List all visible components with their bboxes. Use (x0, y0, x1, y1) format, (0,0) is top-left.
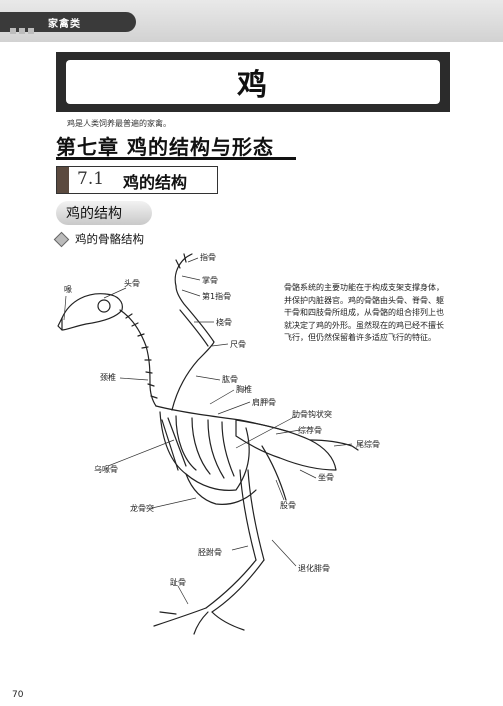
skeleton-description: 骨骼系统的主要功能在于构成支架支撑身体，并保护内脏器官。鸡的骨骼由头骨、脊骨、躯… (284, 283, 444, 342)
chapter-title-underline (56, 157, 296, 160)
page-number: 70 (12, 690, 24, 700)
label-ulna: 尺骨 (230, 340, 246, 349)
label-femur: 股骨 (280, 501, 296, 510)
neck-vertebrae (119, 309, 157, 407)
toes (153, 607, 245, 635)
subsection-pill: 鸡的结构 (56, 201, 152, 225)
keel (185, 473, 257, 505)
sub-heading: 鸡的骨骼结构 (53, 231, 144, 247)
label-metacarpal: 掌骨 (202, 276, 218, 285)
chapter-banner-inner: 鸡 (66, 60, 440, 104)
intro-text: 鸡是人类饲养最普遍的家禽。 (67, 119, 171, 128)
label-tarsometatarsus: 退化腓骨 (298, 564, 330, 573)
label-ischium: 坐骨 (318, 473, 334, 482)
eye-socket (97, 299, 111, 313)
section-title: 鸡的结构 (123, 173, 188, 192)
label-coracoid: 乌喙骨 (94, 465, 118, 474)
tail (309, 439, 359, 451)
section-heading-box: 7.1 鸡的结构 (56, 166, 218, 194)
label-pygostyle: 尾综骨 (356, 440, 380, 449)
label-radius: 桡骨 (216, 318, 232, 327)
skull-shape (61, 293, 123, 331)
label-toe: 趾骨 (170, 578, 186, 587)
pelvis (235, 419, 337, 471)
label-beak: 喙 (64, 285, 72, 294)
chapter-title: 第七章 鸡的结构与形态 (56, 135, 274, 159)
label-uncinate: 肋骨钩状突 (292, 410, 332, 419)
label-keel: 龙骨突 (130, 504, 154, 513)
chapter-banner-title: 鸡 (237, 68, 269, 103)
beak-shape (57, 317, 63, 331)
tarsometatarsus (205, 559, 257, 609)
tibiotarsus (239, 469, 257, 561)
chapter-banner: 鸡 (56, 52, 450, 112)
label-scapula: 肩胛骨 (252, 398, 276, 407)
hand-bones (174, 253, 193, 287)
humerus-bone (171, 341, 215, 411)
ulna-radius-bone (175, 285, 215, 343)
rib-cage (159, 411, 250, 491)
subsection-pill-label: 鸡的结构 (66, 206, 122, 222)
header-dots-decoration (10, 19, 40, 34)
label-thoracic: 胸椎 (236, 385, 252, 394)
page-header-bar: 家禽类 (0, 0, 503, 42)
label-skull: 头骨 (124, 279, 140, 288)
femur (261, 445, 287, 501)
coracoid (161, 417, 187, 471)
sub-heading-label: 鸡的骨骼结构 (75, 232, 144, 246)
label-tibiotarsus: 胫跗骨 (198, 548, 222, 557)
section-stripe-decoration (57, 167, 69, 193)
label-synsacrum: 综荐骨 (298, 426, 322, 435)
label-finger-bone: 指骨 (200, 253, 216, 262)
section-number: 7.1 (77, 169, 105, 189)
label-first-finger: 第1指骨 (202, 292, 232, 301)
header-tab: 家禽类 (0, 12, 136, 34)
book-category-label: 家禽类 (48, 19, 81, 30)
label-cervical: 颈椎 (100, 373, 116, 382)
label-humerus: 肱骨 (222, 375, 238, 384)
